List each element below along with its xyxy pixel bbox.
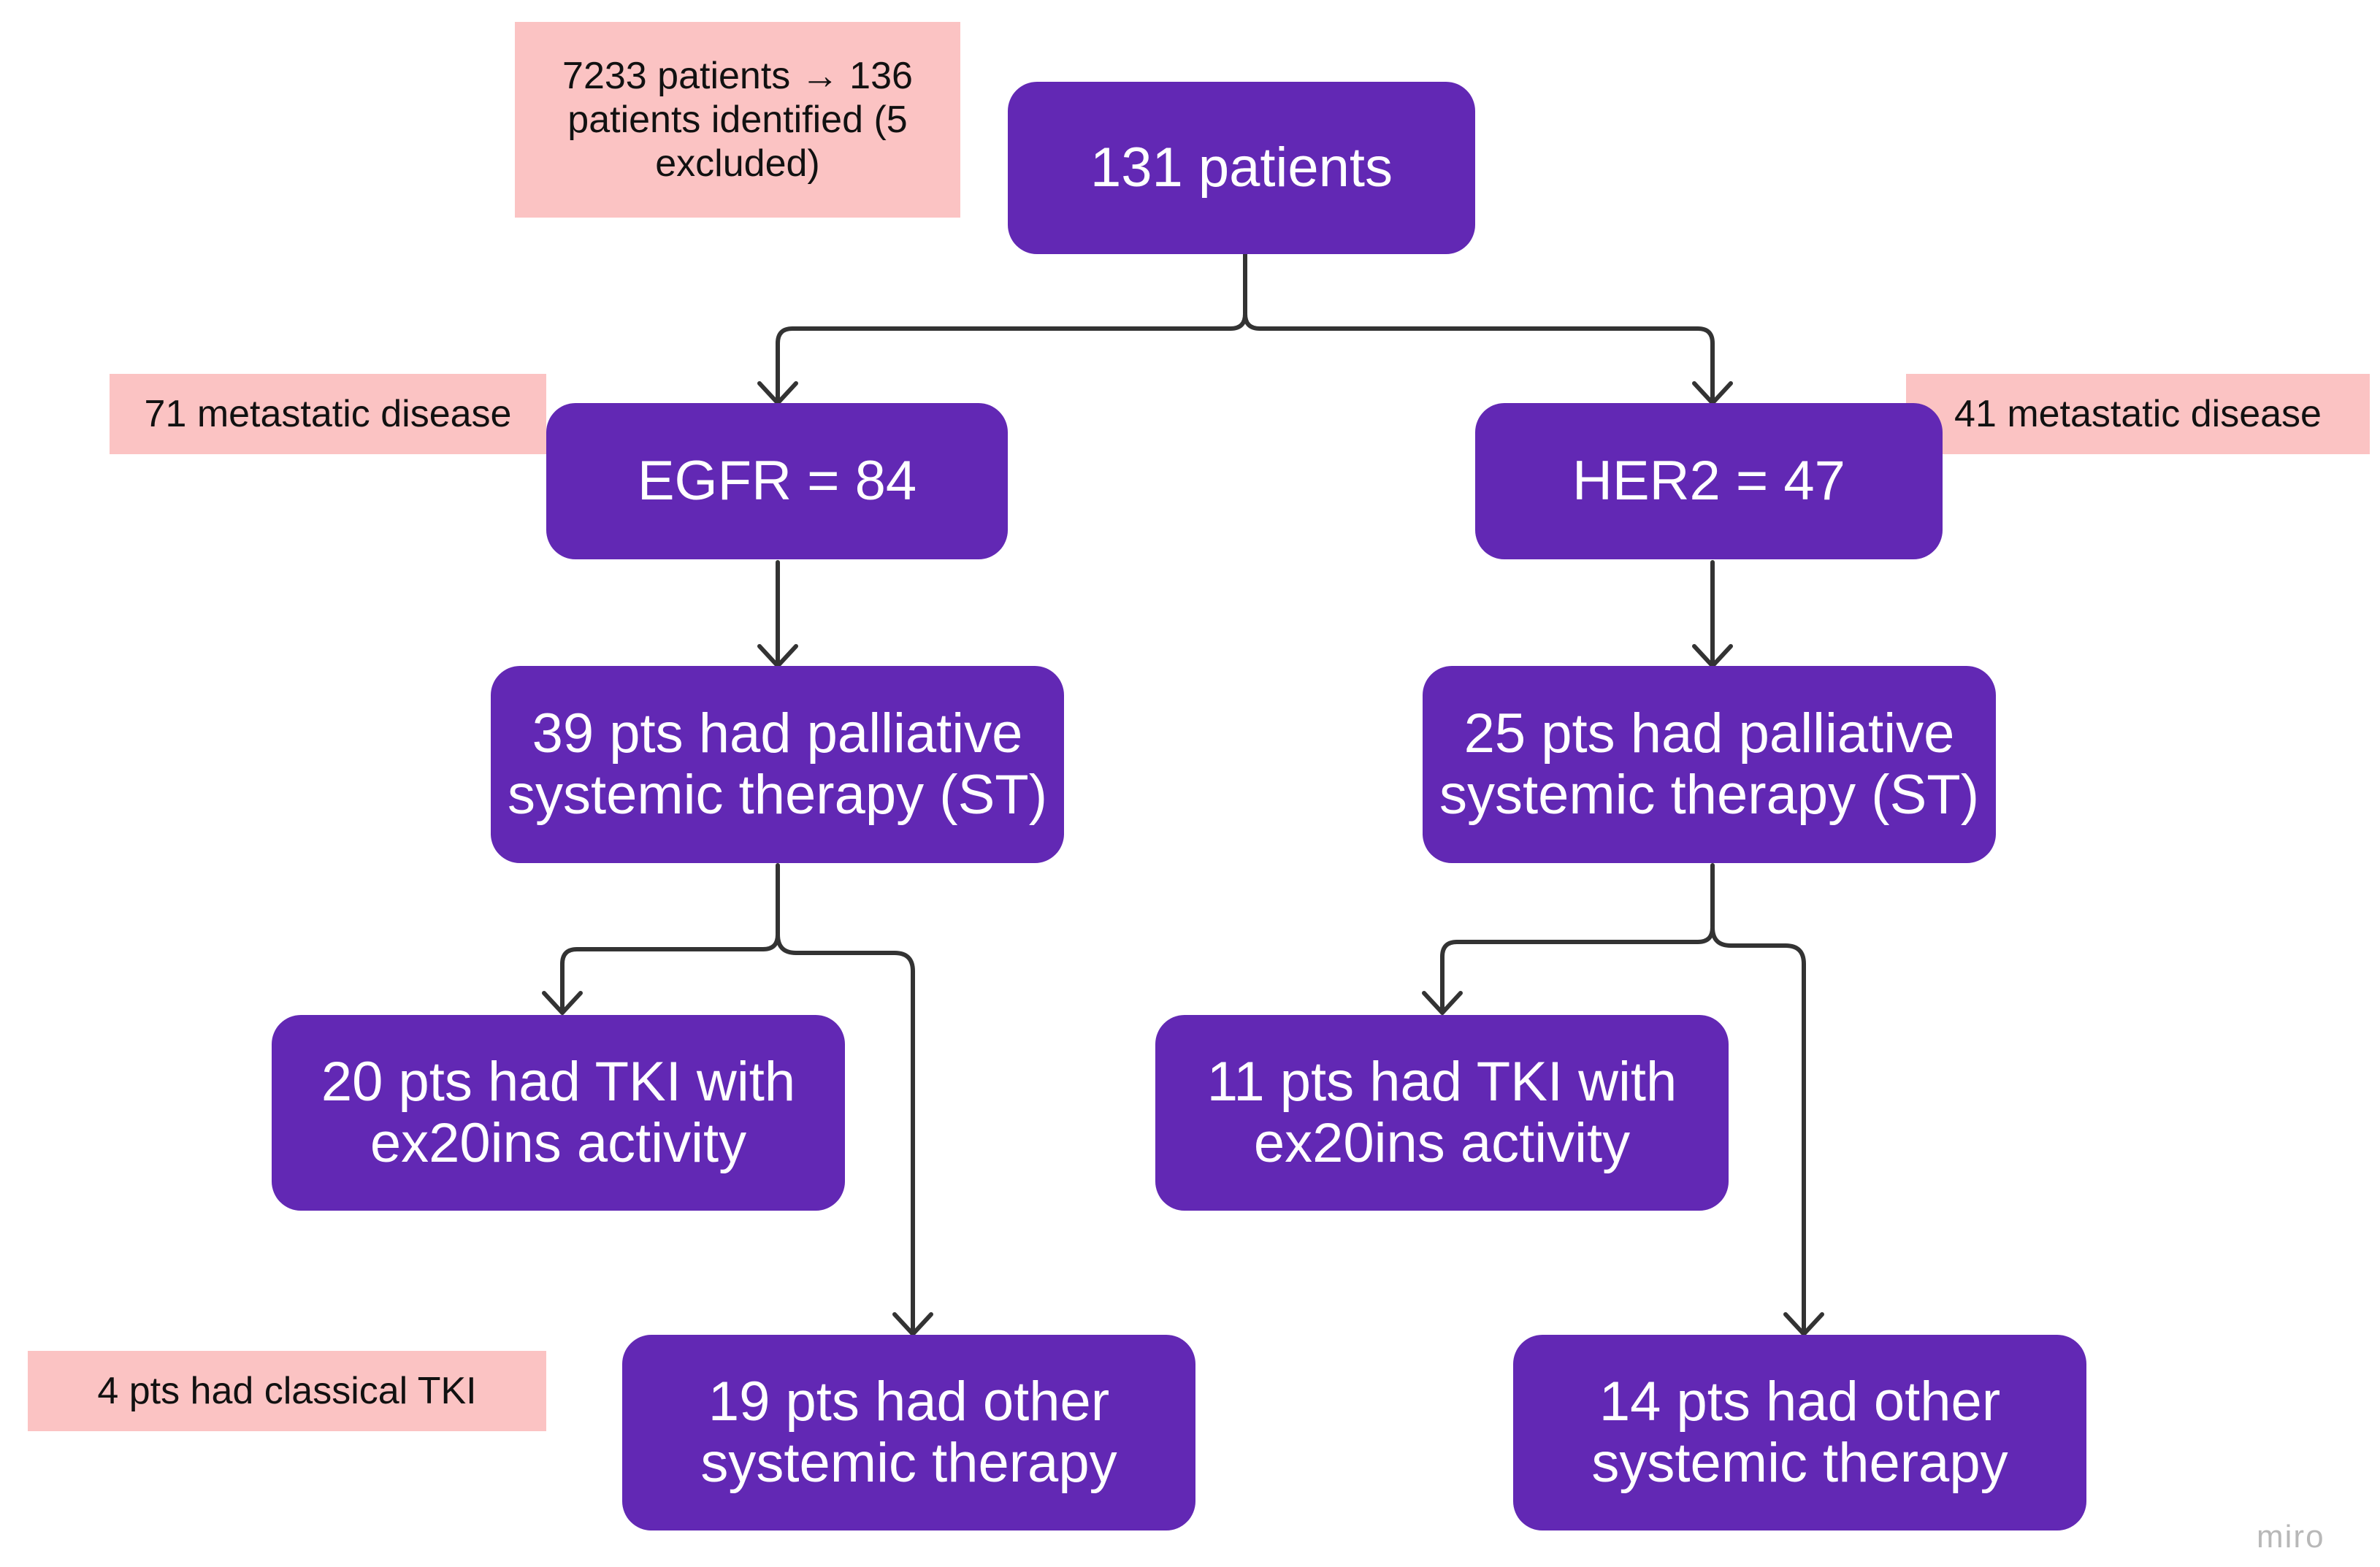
arrowhead-her2-other	[1783, 1312, 1824, 1336]
node-root-label: 131 patients	[1090, 137, 1393, 199]
node-her2-tki: 11 pts had TKI with ex20ins activity	[1155, 1015, 1729, 1211]
node-her2-other-label: 14 pts had other systemic therapy	[1591, 1371, 2008, 1494]
node-egfr-tki-label: 20 pts had TKI with ex20ins activity	[321, 1051, 796, 1174]
node-her2-palliative-st: 25 pts had palliative systemic therapy (…	[1423, 666, 1996, 863]
node-her2-tki-label: 11 pts had TKI with ex20ins activity	[1206, 1051, 1677, 1174]
node-her2: HER2 = 47	[1475, 403, 1943, 559]
edge-root-to-egfr	[776, 312, 1247, 404]
node-egfr-other: 19 pts had other systemic therapy	[622, 1335, 1195, 1530]
node-her2-label: HER2 = 47	[1572, 450, 1845, 512]
note-her2-metastatic: 41 metastatic disease	[1906, 374, 2370, 454]
node-egfr-palliative-st: 39 pts had palliative systemic therapy (…	[491, 666, 1064, 863]
node-root: 131 patients	[1008, 82, 1475, 254]
edge-her2-st-to-tki	[1440, 863, 1715, 1014]
node-her2-palliative-st-label: 25 pts had palliative systemic therapy (…	[1439, 702, 1980, 826]
node-egfr-label: EGFR = 84	[637, 450, 917, 512]
edge-her2-st-to-other	[1710, 925, 1806, 1335]
note-classical-tki: 4 pts had classical TKI	[28, 1351, 546, 1431]
node-egfr-palliative-st-label: 39 pts had palliative systemic therapy (…	[507, 702, 1048, 826]
edge-egfr-st-to-tki	[560, 863, 780, 1014]
note-her2-metastatic-text: 41 metastatic disease	[1954, 393, 2322, 435]
miro-watermark: miro	[2257, 1519, 2325, 1555]
note-screening: 7233 patients → 136 patients identified …	[515, 22, 960, 218]
note-egfr-metastatic: 71 metastatic disease	[110, 374, 546, 454]
arrowhead-her2-tki	[1422, 991, 1463, 1015]
note-egfr-metastatic-text: 71 metastatic disease	[144, 393, 512, 435]
node-egfr: EGFR = 84	[546, 403, 1008, 559]
note-classical-tki-text: 4 pts had classical TKI	[97, 1370, 477, 1412]
edge-root-to-her2	[1243, 312, 1715, 404]
node-egfr-tki: 20 pts had TKI with ex20ins activity	[272, 1015, 845, 1211]
node-her2-other: 14 pts had other systemic therapy	[1513, 1335, 2086, 1530]
note-screening-text: 7233 patients → 136 patients identified …	[562, 55, 913, 185]
node-egfr-other-label: 19 pts had other systemic therapy	[700, 1371, 1117, 1494]
arrowhead-egfr-tki	[542, 991, 583, 1015]
edge-egfr-st-to-other	[776, 932, 915, 1335]
arrowhead-egfr-other	[892, 1312, 933, 1336]
